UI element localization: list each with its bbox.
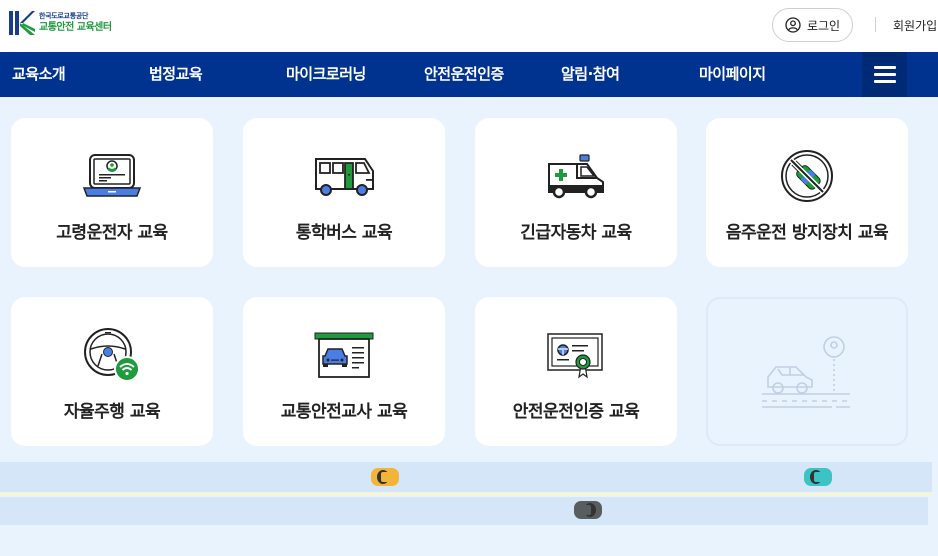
logo-org-name: 한국도로교통공단	[39, 12, 89, 20]
nav-item-microlearning[interactable]: 마이크로러닝	[286, 65, 366, 83]
login-label: 로그인	[806, 18, 841, 33]
login-button[interactable]: 로그인	[772, 8, 853, 42]
car-location-placeholder-icon	[762, 336, 850, 408]
card-elderly-driver-education[interactable]: 고령운전자 교육	[11, 118, 213, 267]
nav-item-intro[interactable]: 교육소개	[12, 65, 66, 83]
card-school-bus-education[interactable]: 통학버스 교육	[243, 118, 445, 267]
hamburger-menu-button[interactable]	[862, 52, 907, 97]
main-navigation: 교육소개 법정교육 마이크로러닝 안전운전인증 알림·참여 마이페이지	[0, 52, 938, 97]
card-autonomous-driving-education[interactable]: 자율주행 교육	[11, 297, 213, 446]
nav-item-safe-driving-cert[interactable]: 안전운전인증	[424, 65, 504, 83]
yellow-car-icon	[371, 468, 399, 486]
logo-center-name: 교통안전 교육센터	[39, 22, 112, 33]
site-logo[interactable]: 한국도로교통공단 교통안전 교육센터	[8, 9, 112, 37]
card-label: 음주운전 방지장치 교육	[725, 223, 889, 243]
site-header: 한국도로교통공단 교통안전 교육센터 로그인 회원가입	[0, 0, 938, 52]
laptop-profile-icon	[82, 154, 142, 197]
koroad-k-logo-icon	[9, 11, 35, 35]
certificate-icon	[547, 333, 603, 379]
hamburger-menu-icon	[873, 66, 896, 69]
card-placeholder	[706, 297, 908, 446]
steering-wheel-wifi-icon	[84, 328, 140, 382]
card-emergency-vehicle-education[interactable]: 긴급자동차 교육	[475, 118, 677, 267]
card-label: 교통안전교사 교육	[280, 402, 408, 422]
gray-car-icon	[574, 501, 602, 519]
card-safe-driving-certification-education[interactable]: 안전운전인증 교육	[475, 297, 677, 446]
card-label: 자율주행 교육	[63, 402, 161, 422]
nav-item-notice-participation[interactable]: 알림·참여	[561, 65, 620, 83]
road-lane-top	[0, 462, 932, 492]
card-label: 고령운전자 교육	[56, 223, 168, 243]
school-bus-icon	[315, 158, 374, 196]
road-center-line	[0, 493, 932, 496]
header-divider	[875, 17, 876, 32]
card-traffic-safety-teacher-education[interactable]: 교통안전교사 교육	[243, 297, 445, 446]
signup-link[interactable]: 회원가입	[893, 19, 938, 33]
nav-item-legal-education[interactable]: 법정교육	[149, 65, 203, 83]
road-lane-bottom	[0, 497, 928, 525]
card-label: 통학버스 교육	[295, 223, 393, 243]
nav-item-mypage[interactable]: 마이페이지	[699, 65, 766, 83]
card-anti-drunk-driving-device-education[interactable]: 음주운전 방지장치 교육	[706, 118, 908, 267]
ambulance-icon	[548, 154, 604, 199]
road-animation	[0, 462, 932, 525]
card-label: 안전운전인증 교육	[512, 402, 640, 422]
user-circle-icon	[785, 17, 801, 33]
garage-car-icon	[314, 332, 374, 378]
no-drinking-icon	[781, 150, 833, 202]
card-label: 긴급자동차 교육	[520, 223, 632, 243]
teal-car-icon	[804, 468, 832, 486]
